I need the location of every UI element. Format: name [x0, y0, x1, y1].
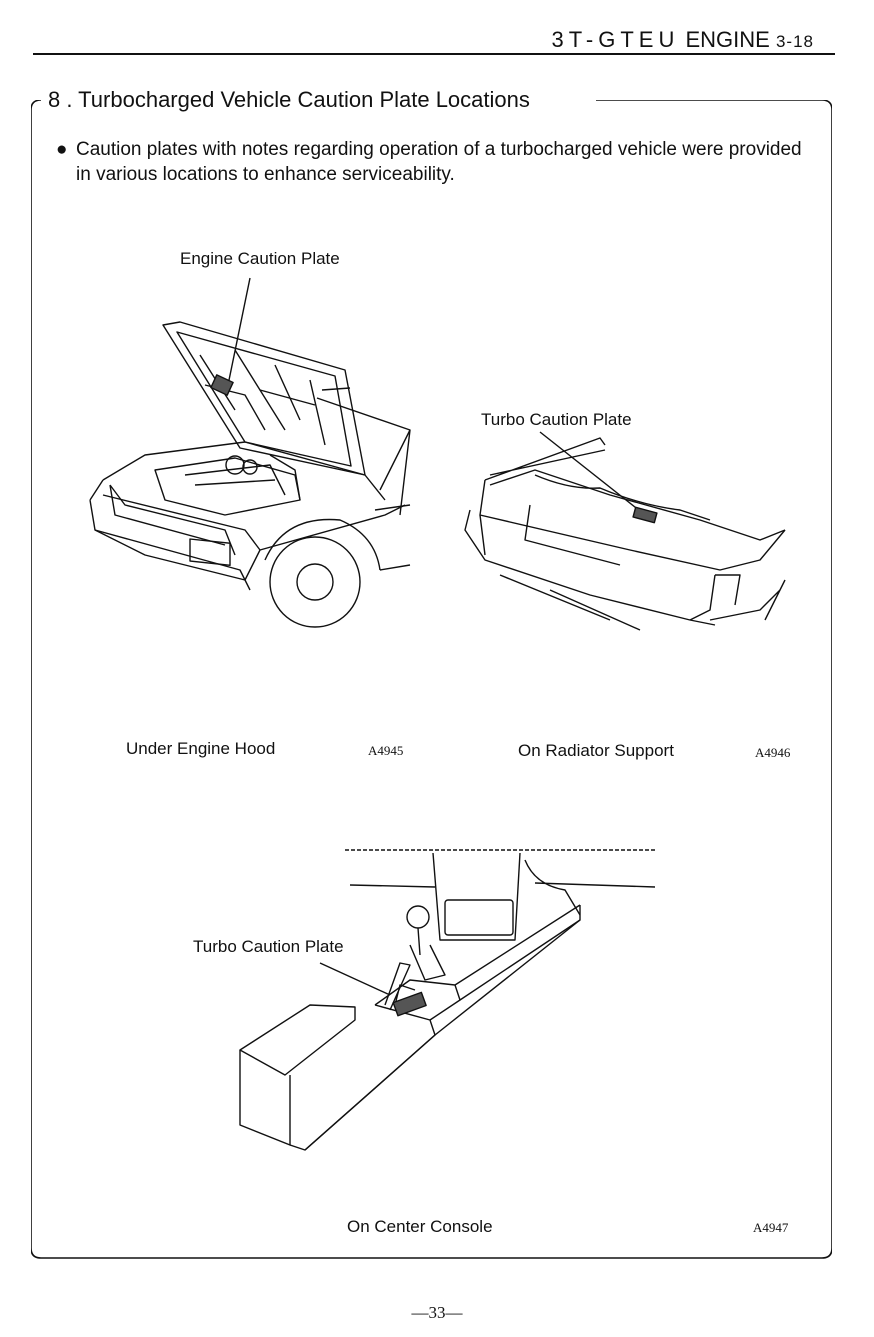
header-page: 3-18 — [775, 32, 814, 51]
bullet-text: Caution plates with notes regarding oper… — [76, 139, 802, 185]
header-rule — [33, 53, 835, 55]
bullet-dot-icon: ● — [56, 139, 68, 160]
console-caption: On Center Console — [347, 1217, 493, 1236]
center-console-illustration — [239, 849, 656, 1151]
page-number: —33— — [411, 1303, 463, 1322]
header-model: 3T-GTEU — [551, 27, 680, 52]
bullet-item: ● Caution plates with notes regarding op… — [56, 137, 816, 187]
header-engine: ENGINE — [685, 27, 770, 52]
engine-hood-illustration — [89, 277, 411, 628]
radiator-caption: On Radiator Support — [518, 741, 674, 760]
radiator-support-illustration — [464, 431, 786, 631]
engine-caution-plate-label: Engine Caution Plate — [180, 249, 340, 268]
page-header: 3T-GTEU ENGINE 3-18 — [551, 27, 814, 53]
radiator-turbo-caution-plate-label: Turbo Caution Plate — [481, 410, 632, 429]
radiator-figure-id: A4946 — [755, 745, 791, 760]
hood-caption: Under Engine Hood — [126, 739, 276, 758]
console-figure-id: A4947 — [753, 1220, 789, 1235]
section-frame — [31, 100, 832, 1259]
section-title: 8 . Turbocharged Vehicle Caution Plate L… — [46, 87, 536, 113]
console-turbo-caution-plate-label: Turbo Caution Plate — [193, 937, 344, 956]
hood-figure-id: A4945 — [368, 743, 404, 758]
